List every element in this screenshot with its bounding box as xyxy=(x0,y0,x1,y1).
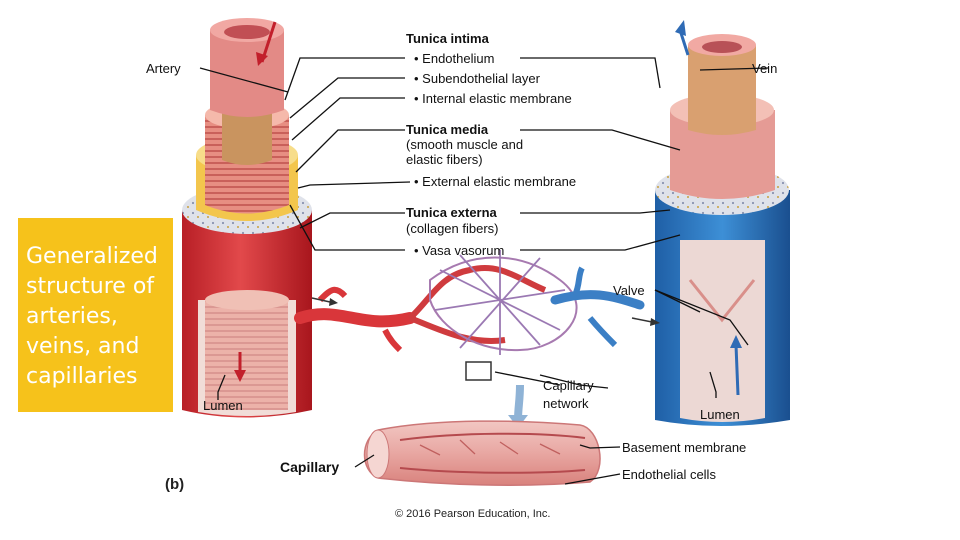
label-capillary: Capillary xyxy=(280,459,340,475)
label-subendothelial: • Subendothelial layer xyxy=(414,71,540,86)
label-capillary-network-1: Capillary xyxy=(543,378,594,393)
label-vasa-vasorum: • Vasa vasorum xyxy=(414,243,505,258)
label-tunica-media-desc1: (smooth muscle and xyxy=(406,137,524,152)
artery-illustration xyxy=(182,18,312,418)
label-tunica-externa: Tunica externa xyxy=(406,205,497,220)
label-endothelium: • Endothelium xyxy=(414,51,495,66)
label-capillary-network-2: network xyxy=(543,396,589,411)
vein-illustration xyxy=(655,20,790,426)
label-endothelial-cells: Endothelial cells xyxy=(622,467,716,482)
capillary-detail-illustration xyxy=(363,420,601,486)
label-valve: Valve xyxy=(613,283,645,298)
label-lumen-left: Lumen xyxy=(203,398,243,413)
figure-letter: (b) xyxy=(165,476,185,493)
title-box: Generalized structure of arteries, veins… xyxy=(18,218,173,412)
label-tunica-media: Tunica media xyxy=(406,122,489,137)
label-lumen-right: Lumen xyxy=(700,407,740,422)
title-text: Generalized structure of arteries, veins… xyxy=(26,244,158,389)
label-internal-elastic: • Internal elastic membrane xyxy=(414,91,572,106)
label-vein: Vein xyxy=(752,61,778,76)
label-tunica-externa-desc: (collagen fibers) xyxy=(406,221,499,236)
label-artery: Artery xyxy=(146,61,181,76)
leader-lines xyxy=(199,57,769,485)
label-external-elastic: • External elastic membrane xyxy=(414,174,577,189)
label-tunica-intima: Tunica intima xyxy=(406,31,489,46)
label-basement-membrane: Basement membrane xyxy=(622,440,747,455)
label-tunica-media-desc2: elastic fibers) xyxy=(406,152,483,167)
capillary-network-illustration xyxy=(294,250,660,428)
copyright-notice: © 2016 Pearson Education, Inc. xyxy=(395,508,551,520)
